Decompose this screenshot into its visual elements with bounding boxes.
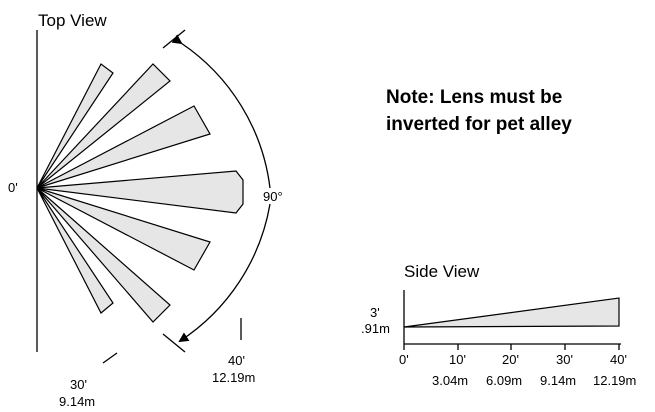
detection-zone-6 <box>36 187 171 323</box>
detection-zone-7 <box>36 187 114 314</box>
range-40-m-label: 12.19m <box>212 370 255 385</box>
arc-boundary-bottom <box>162 333 186 353</box>
tick-m-label: 3.04m <box>432 373 468 388</box>
side-view-title: Side View <box>404 262 480 281</box>
height-m-label: .91m <box>361 321 390 336</box>
angle-label: 90° <box>263 189 283 204</box>
origin-label: 0' <box>8 180 18 195</box>
note-line-1: Note: Lens must be <box>386 87 562 108</box>
top-view: Top View 0' 90° 30' 9.14m 40' 12.19m <box>8 11 283 409</box>
tick-ft-label: 10' <box>449 352 466 367</box>
note: Note: Lens must be inverted for pet alle… <box>386 87 572 135</box>
top-view-title: Top View <box>38 11 107 30</box>
tick-ft-label: 40' <box>610 352 627 367</box>
tick-m-label: 12.19m <box>593 373 636 388</box>
angle-arc-lower <box>178 203 271 343</box>
range-30-marker <box>102 352 118 364</box>
detection-zone-4 <box>36 170 244 214</box>
tick-ft-label: 0' <box>399 352 409 367</box>
range-40-ft-label: 40' <box>228 353 245 368</box>
detection-zone-3 <box>36 105 211 189</box>
detection-zone-1 <box>36 63 114 189</box>
angle-arc-upper <box>171 34 271 189</box>
note-line-2: inverted for pet alley <box>386 114 572 135</box>
tick-m-label: 6.09m <box>486 373 522 388</box>
height-ft-label: 3' <box>370 305 380 320</box>
tick-ft-label: 20' <box>502 352 519 367</box>
range-30-ft-label: 30' <box>70 377 87 392</box>
side-view: Side View 3' .91m 0' 10' 20' 30' 40' 3.0… <box>361 262 636 388</box>
tick-ft-label: 30' <box>556 352 573 367</box>
detection-zone-2 <box>36 63 171 189</box>
arc-boundary-top <box>162 29 186 49</box>
range-30-m-label: 9.14m <box>59 394 95 409</box>
detection-zone-5 <box>36 187 211 271</box>
side-detection-beam <box>403 297 620 328</box>
tick-m-label: 9.14m <box>540 373 576 388</box>
